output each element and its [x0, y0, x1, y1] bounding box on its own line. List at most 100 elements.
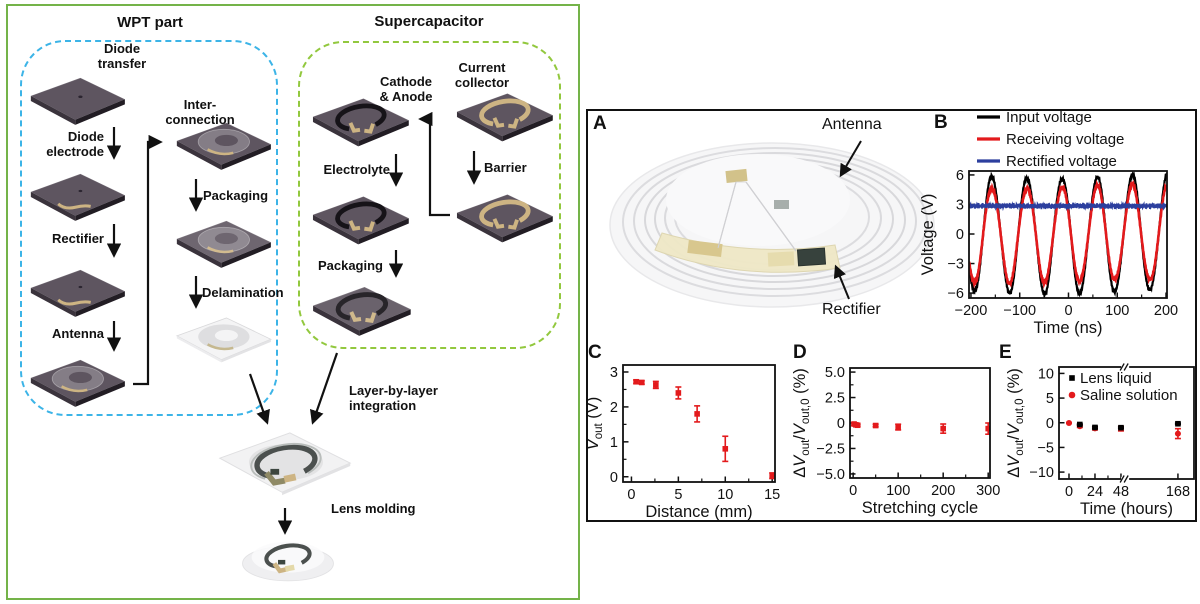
y-tick-label: −5.0 [816, 467, 845, 483]
wpt-dashed-box [20, 40, 278, 416]
label-lens-molding: Lens molding [331, 501, 416, 516]
panel-letter-a: A [593, 113, 607, 134]
x-tick-label: 200 [1154, 303, 1178, 319]
data-point [872, 422, 879, 429]
y-tick-label: 0 [956, 227, 964, 243]
data-point [854, 422, 861, 429]
series-group [969, 171, 1167, 298]
left-figure-border [6, 4, 580, 600]
x-tick-label: 100 [1105, 303, 1129, 319]
y-tick-label: 5.0 [825, 365, 845, 381]
y-tick-label: 3 [610, 365, 618, 381]
x-tick-label: 24 [1087, 484, 1103, 500]
label-packaging-wpt: Packaging [203, 188, 269, 203]
series-group [633, 378, 775, 480]
x-tick-label: 200 [931, 483, 955, 499]
axis-break-slash [1119, 475, 1125, 483]
legend-label: Rectified voltage [1006, 153, 1117, 170]
data-point [985, 425, 990, 432]
panel-letter-c: C [588, 342, 602, 363]
supercapacitor-dashed-box [298, 41, 561, 349]
data-point [653, 382, 659, 388]
y-axis-title: ΔVout/Vout,0 (%) [1005, 368, 1026, 477]
label-diode-transfer: Diode transfer [97, 41, 147, 72]
x-tick-label: 100 [886, 483, 910, 499]
y-tick-label: −2.5 [816, 441, 845, 457]
label-layer-by-layer-integration: Layer-by-layer integration [349, 383, 438, 414]
y-tick-label: −3 [947, 257, 964, 273]
x-axis-title: Stretching cycle [862, 499, 978, 517]
legend-label: Saline solution [1080, 387, 1178, 404]
data-point [722, 446, 729, 452]
y-tick-label: 2 [610, 400, 618, 416]
y-tick-label: 0 [1046, 416, 1054, 432]
y-tick-label: 6 [956, 168, 964, 184]
y-axis-title: ΔVout/Vout,0 (%) [791, 368, 812, 477]
data-point [940, 425, 946, 432]
data-point [1092, 424, 1098, 431]
label-antenna-panel-a: Antenna [822, 116, 882, 133]
data-point [895, 424, 901, 430]
panel-letter-e: E [999, 342, 1012, 363]
x-tick-label: −100 [1003, 303, 1036, 319]
series-group [1065, 420, 1181, 440]
chip-diode-electrode [30, 173, 126, 222]
label-antenna: Antenna [52, 326, 104, 341]
y-tick-label: 5 [1046, 391, 1054, 407]
axis-break-mask [1121, 364, 1130, 370]
legend-label: Lens liquid [1080, 370, 1152, 387]
x-tick-label: 5 [674, 487, 682, 503]
y-tick-label: −10 [1029, 465, 1054, 481]
x-tick-label: 0 [1064, 303, 1072, 319]
chip-delaminated-film [175, 316, 273, 364]
data-point [675, 390, 682, 396]
data-point [638, 379, 645, 386]
label-rectifier: Rectifier [51, 231, 104, 246]
legend-swatch [1068, 391, 1076, 399]
legend-swatch [1069, 375, 1075, 381]
series-group [851, 421, 990, 436]
x-tick-label: 0 [627, 487, 635, 503]
plot-frame [622, 364, 776, 483]
plot-frame [968, 170, 1168, 299]
supercapacitor-title: Supercapacitor [374, 13, 484, 30]
wpt-title: WPT part [117, 14, 183, 31]
label-current-collector: Current collector [454, 60, 510, 91]
label-packaging-supercap: Packaging [317, 258, 383, 273]
right-figure-border [586, 109, 1197, 522]
waveform-input-voltage [969, 171, 1167, 298]
panel-letter-d: D [793, 342, 807, 363]
y-tick-label: 3 [956, 197, 964, 213]
label-diode-electrode: Diode electrode [46, 129, 104, 160]
axis-break-slash [1119, 363, 1125, 371]
data-point [1175, 420, 1181, 427]
molded-lens-illustration [242, 541, 334, 582]
x-axis-title: Time (ns) [1033, 319, 1102, 337]
data-point [1077, 421, 1083, 428]
y-tick-label: 0 [837, 416, 845, 432]
axis-break-slash [1123, 475, 1129, 483]
x-tick-label: 10 [717, 487, 733, 503]
data-point [1118, 424, 1124, 431]
y-tick-label: −6 [947, 286, 964, 302]
y-tick-label: 10 [1038, 366, 1054, 382]
panel-letter-b: B [934, 112, 948, 133]
axis-break-mask [1121, 476, 1130, 482]
chip-rectifier [30, 269, 126, 318]
x-tick-label: 0 [1065, 484, 1073, 500]
axis-break-slash [1123, 363, 1129, 371]
chip-electrolyte [312, 196, 410, 245]
label-rectifier-panel-a: Rectifier [822, 301, 881, 318]
label-cathode-anode: Cathode & Anode [379, 74, 433, 105]
x-tick-label: −200 [955, 303, 988, 319]
legend-label: Input voltage [1006, 109, 1092, 126]
chip-diode-transfer [30, 77, 126, 126]
x-axis-title: Time (hours) [1080, 500, 1173, 518]
x-tick-label: 300 [976, 483, 1000, 499]
chip-packaged-supercap [312, 286, 412, 337]
legend-label: Receiving voltage [1006, 131, 1124, 148]
